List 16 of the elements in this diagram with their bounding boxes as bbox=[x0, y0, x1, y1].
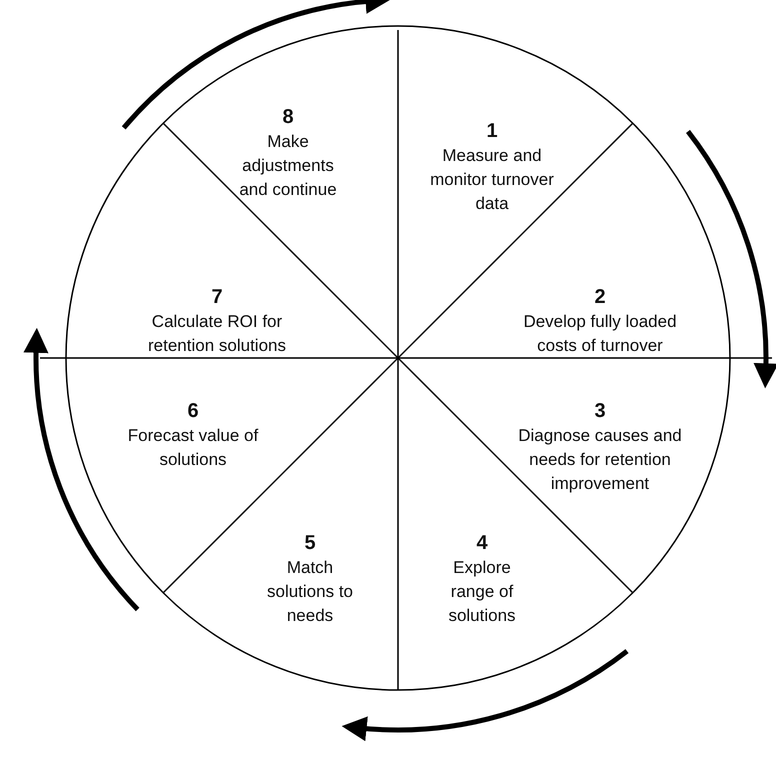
step-text: Make adjustments and continue bbox=[238, 131, 338, 201]
step-text: Match solutions to needs bbox=[266, 557, 354, 627]
step-text: Measure and monitor turnover data bbox=[429, 145, 555, 215]
step-text: Forecast value of solutions bbox=[126, 425, 260, 471]
step-number: 8 bbox=[281, 105, 295, 130]
step-number: 2 bbox=[593, 285, 607, 310]
step-number: 4 bbox=[475, 531, 489, 556]
step-number: 3 bbox=[593, 399, 607, 424]
step-text: Explore range of solutions bbox=[447, 557, 517, 627]
step-text: Develop fully loaded costs of turnover bbox=[522, 311, 678, 357]
step-text: Calculate ROI for retention solutions bbox=[147, 311, 287, 357]
step-text: Diagnose causes and needs for retention improvement bbox=[517, 425, 683, 495]
step-number: 6 bbox=[186, 399, 200, 424]
step-number: 5 bbox=[303, 531, 317, 556]
step-number: 1 bbox=[485, 119, 499, 144]
step-number: 7 bbox=[210, 285, 224, 310]
